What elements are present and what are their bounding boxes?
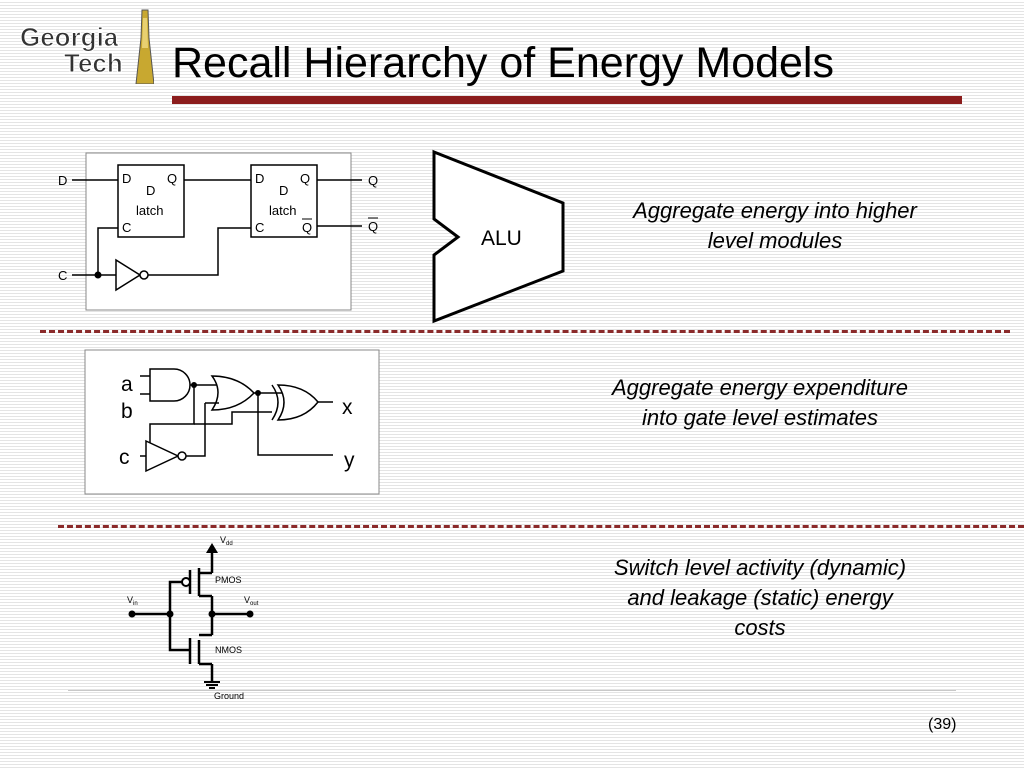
- junction-dot: [166, 610, 174, 618]
- latch-output-qbar: Q: [368, 219, 378, 234]
- latch-2-box: [250, 164, 318, 238]
- junction-dot: [191, 382, 197, 388]
- junction-dot: [208, 610, 216, 618]
- logo-text-georgia: Georgia: [20, 22, 119, 52]
- level-divider-2: [58, 525, 1024, 528]
- or-gate-1: [210, 375, 256, 411]
- latch1-c-pin: C: [122, 220, 131, 235]
- title-underline: [172, 96, 962, 104]
- gate-input-b: b: [121, 400, 133, 423]
- nmos-label: NMOS: [215, 645, 242, 655]
- vdd-label: Vdd: [220, 535, 233, 547]
- page-title: Recall Hierarchy of Energy Models: [172, 39, 834, 87]
- latch-output-q: Q: [368, 173, 378, 188]
- georgia-tech-logo: Georgia Tech: [20, 9, 154, 84]
- ground-label: Ground: [214, 691, 244, 701]
- level-divider-1: [40, 330, 1010, 333]
- latch2-name-d: D: [279, 183, 288, 198]
- latch2-name-latch: latch: [269, 203, 296, 218]
- junction-dot: [255, 390, 261, 396]
- latch2-d-pin: D: [255, 171, 264, 186]
- latch-diagram: [72, 152, 362, 311]
- and-gate: [149, 368, 191, 402]
- latch2-q-pin: Q: [300, 171, 310, 186]
- junction-dot: [246, 610, 254, 618]
- logo-text-tech: Tech: [64, 48, 123, 78]
- footer-divider: [68, 690, 956, 691]
- page-number: (39): [928, 716, 957, 733]
- vout-label: Vout: [244, 595, 259, 607]
- junction-dot: [128, 610, 136, 618]
- latch1-name-latch: latch: [136, 203, 163, 218]
- gate-output-y: y: [344, 449, 355, 472]
- transistor-diagram: [128, 543, 254, 689]
- latch-1-box: [117, 164, 185, 238]
- latch-input-c: C: [58, 268, 67, 283]
- latch-input-d: D: [58, 173, 67, 188]
- latch1-q-pin: Q: [167, 171, 177, 186]
- gate-input-c: c: [119, 446, 130, 469]
- level3-description: Switch level activity (dynamic) and leak…: [613, 555, 907, 640]
- vdd-arrow-icon: [206, 543, 218, 553]
- alu-block: [432, 149, 565, 324]
- xor-gate: [276, 384, 319, 421]
- latch1-name-d: D: [146, 183, 155, 198]
- not-gate: [145, 439, 180, 473]
- gate-input-a: a: [121, 373, 133, 396]
- latch1-d-pin: D: [122, 171, 131, 186]
- latch2-c-pin: C: [255, 220, 264, 235]
- level2-description: Aggregate energy expenditure into gate l…: [612, 375, 908, 430]
- level1-description: Aggregate energy into higher level modul…: [633, 198, 917, 253]
- alu-label: ALU: [481, 227, 522, 250]
- pmos-label: PMOS: [215, 575, 242, 585]
- gate-output-x: x: [342, 396, 353, 419]
- gate-diagram: [84, 349, 380, 495]
- junction-dot: [94, 271, 102, 279]
- latch2-qbar-pin: Q: [302, 220, 312, 235]
- logo-spire-icon: [135, 9, 154, 84]
- vin-label: Vin: [127, 595, 138, 607]
